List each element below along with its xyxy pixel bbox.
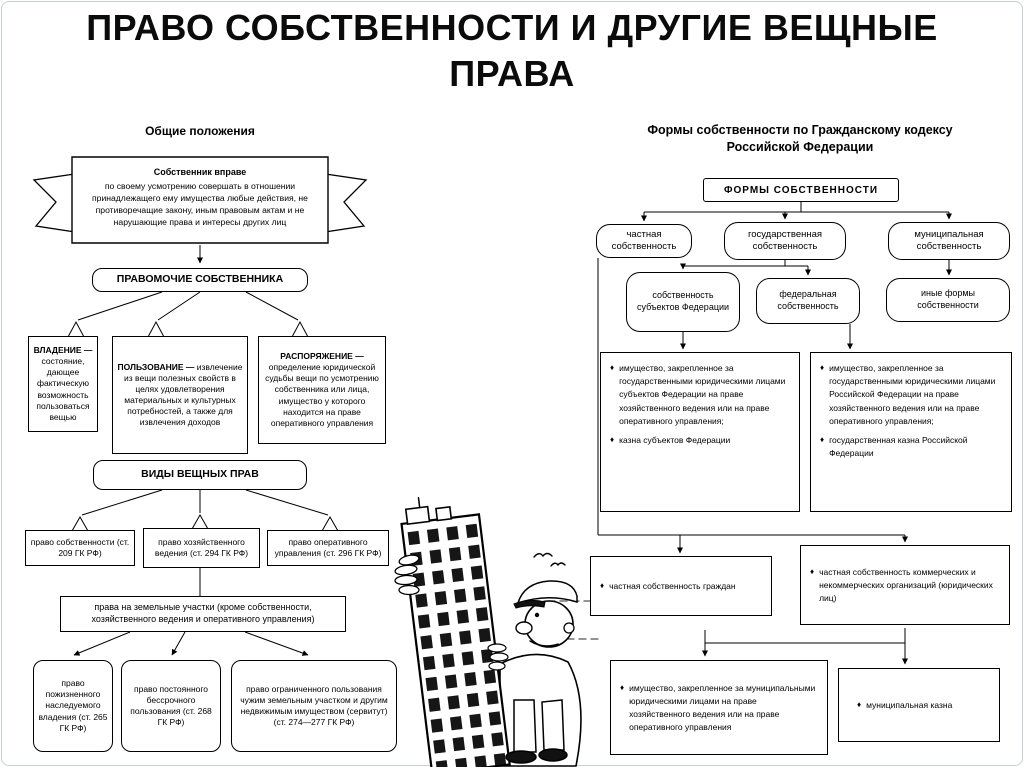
diamond-bullet-icon: ♦: [820, 363, 825, 372]
bullet-item: ♦ имущество, закрепленное за государстве…: [820, 362, 1003, 428]
property-types-title-box: ВИДЫ ВЕЩНЫХ ПРАВ: [93, 460, 307, 490]
power-text: определение юридической судьбы вещи по у…: [265, 362, 379, 428]
ribbon-body: по своему усмотрению совершать в отношен…: [92, 180, 308, 227]
bullet-text: частная собственность граждан: [609, 580, 736, 591]
man-hand-left-icon: [394, 554, 420, 596]
box-pointer-triangles: [67, 320, 339, 532]
bullet-item: ♦ частная собственность коммерческих и н…: [810, 566, 1001, 606]
municipal-assets-box: ♦ имущество, закрепленное за муниципальн…: [610, 660, 828, 755]
type-box-ownership: право собственности (ст. 209 ГК РФ): [25, 530, 135, 566]
power-term: РАСПОРЯЖЕНИЕ —: [280, 351, 364, 362]
subjects-assets-box: ♦ имущество, закрепленное за государстве…: [600, 352, 800, 512]
form-box-municipal: муниципальная собственность: [888, 222, 1010, 260]
private-organizations-box: ♦ частная собственность коммерческих и н…: [800, 545, 1010, 625]
cartoon-man-building: [394, 496, 603, 767]
page-title-line1: ПРАВО СОБСТВЕННОСТИ И ДРУГИЕ ВЕЩНЫЕ: [86, 7, 938, 48]
federal-assets-box: ♦ имущество, закрепленное за государстве…: [810, 352, 1012, 512]
subform-box-other-forms: иные формы собственности: [886, 278, 1010, 322]
power-box-vladenie: ВЛАДЕНИЕ — состояние, дающее фактическую…: [28, 336, 98, 432]
bullet-text: государственная казна Российской Федерац…: [829, 434, 968, 459]
diamond-bullet-icon: ♦: [810, 566, 815, 576]
municipal-treasury-box: ♦ муниципальная казна: [838, 668, 1000, 742]
bullet-text: имущество, закрепленное за государственн…: [829, 363, 996, 426]
land-right-box-perpetual-use: право постоянного бессрочного пользовани…: [121, 660, 221, 752]
bullet-item: ♦ частная собственность граждан: [600, 580, 763, 593]
form-box-private: частная собственность: [596, 224, 692, 258]
power-term: ПОЛЬЗОВАНИЕ —: [117, 361, 195, 372]
man-torso: [499, 653, 582, 767]
diamond-bullet-icon: ♦: [857, 699, 862, 709]
right-section-heading: Формы собственности по Гражданскому коде…: [647, 123, 953, 154]
bullet-item: ♦ имущество, закрепленное за государстве…: [610, 362, 791, 428]
ribbon-text: Собственник вправе по своему усмотрению …: [82, 166, 318, 228]
page-title: ПРАВО СОБСТВЕННОСТИ И ДРУГИЕ ВЕЩНЫЕ ПРАВ…: [0, 5, 1024, 97]
power-term: ВЛАДЕНИЕ —: [33, 345, 93, 356]
bullet-item: ♦ казна субъектов Федерации: [610, 434, 791, 447]
bullet-text: имущество, закрепленное за государственн…: [619, 363, 786, 426]
left-section-heading: Общие положения: [145, 124, 255, 138]
power-box-rasporyazhenie: РАСПОРЯЖЕНИЕ — определение юридической с…: [258, 336, 386, 444]
bullet-item: ♦ муниципальная казна: [857, 699, 991, 712]
subform-box-federal: федеральная собственность: [756, 278, 860, 324]
bullet-text: муниципальная казна: [866, 699, 953, 710]
diamond-bullet-icon: ♦: [610, 363, 615, 372]
land-rights-title-box: права на земельные участки (кроме собств…: [60, 596, 346, 632]
bullet-text: частная собственность коммерческих и нек…: [819, 566, 993, 604]
power-box-polzovanie: ПОЛЬЗОВАНИЕ — извлечение из вещи полезны…: [112, 336, 248, 454]
diamond-bullet-icon: ♦: [600, 580, 605, 590]
land-right-box-lifetime-inheritance: право пожизненного наследуемого владения…: [33, 660, 113, 752]
man-legs: [505, 699, 568, 764]
diamond-bullet-icon: ♦: [820, 434, 825, 444]
owner-powers-title-box: ПРАВОМОЧИЕ СОБСТВЕННИКА: [92, 268, 308, 292]
type-box-economic-management: право хозяйственного ведения (ст. 294 ГК…: [143, 528, 260, 568]
ownership-forms-root-box: ФОРМЫ СОБСТВЕННОСТИ: [703, 178, 899, 202]
diamond-bullet-icon: ♦: [610, 434, 615, 444]
type-box-operational-management: право оперативного управления (ст. 296 Г…: [267, 530, 389, 566]
building: [400, 496, 511, 767]
birds-icon: [533, 552, 566, 567]
ribbon-title: Собственник вправе: [153, 167, 247, 177]
power-text: состояние, дающее фактическую возможност…: [36, 356, 90, 422]
private-citizens-box: ♦ частная собственность граждан: [590, 556, 772, 616]
page-title-line2: ПРАВА: [449, 53, 575, 95]
form-box-state: государственная собственность: [724, 222, 846, 260]
bullet-item: ♦ имущество, закрепленное за муниципальн…: [620, 682, 819, 735]
ribbon-banner-icon: [32, 156, 368, 244]
bullet-item: ♦ государственная казна Российской Федер…: [820, 434, 1003, 460]
man-head: [513, 580, 578, 648]
bullet-text: казна субъектов Федерации: [619, 434, 731, 445]
connector-lines: [73, 202, 952, 665]
power-text: извлечение из вещи полезных свойств в це…: [124, 361, 243, 428]
man-hand-right-icon: [487, 643, 509, 671]
bullet-text: имущество, закрепленное за муниципальным…: [629, 682, 816, 733]
land-right-box-servitude: право ограниченного пользования чужим зе…: [231, 660, 397, 752]
subform-box-federation-subjects: собственность субъектов Федерации: [626, 272, 740, 332]
diamond-bullet-icon: ♦: [620, 682, 625, 692]
